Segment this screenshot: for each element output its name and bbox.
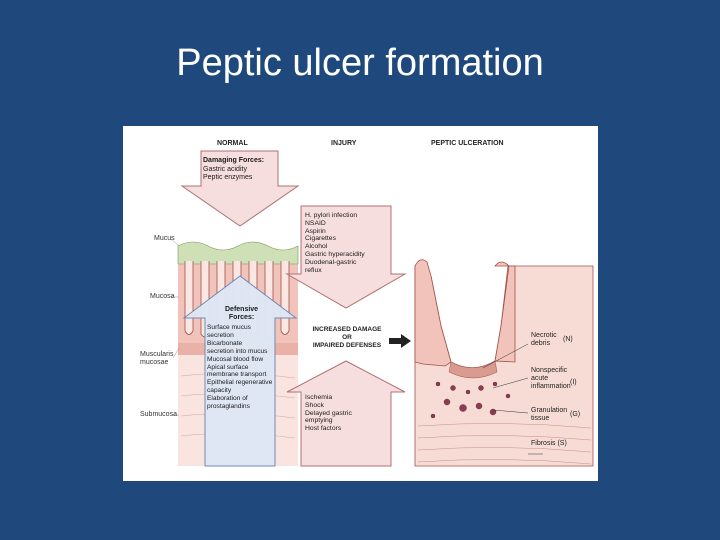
defensive-forces-heading: Defensive Forces: bbox=[225, 306, 259, 321]
normal-mucus-layer bbox=[177, 241, 299, 265]
necrotic-layer bbox=[448, 360, 498, 379]
label-fibrosis: Fibrosis (S) bbox=[531, 440, 567, 447]
fibrosis-texture bbox=[417, 423, 592, 465]
ulcer-leader-lines bbox=[482, 343, 543, 455]
injury-factors-list: H. pylori infection NSAID Aspirin Cigare… bbox=[305, 212, 365, 274]
heading-injury: INJURY bbox=[331, 140, 357, 147]
defensive-forces-items: Surface mucus secretion Bicarbonate secr… bbox=[207, 324, 273, 411]
host-factors-list: Ischemia Shock Delayed gastric emptying … bbox=[305, 394, 352, 433]
ulcer-left-wall bbox=[414, 259, 452, 367]
label-inflammation-code: (I) bbox=[570, 379, 577, 386]
damaging-forces-heading: Damaging Forces: bbox=[203, 157, 265, 164]
increased-damage-label: INCREASED DAMAGE OR IMPAIRED DEFENSES bbox=[312, 326, 382, 349]
label-acute-inflammation: Nonspecific acute inflammation bbox=[531, 367, 571, 390]
diagram-artwork bbox=[170, 150, 594, 467]
label-necrotic-code: (N) bbox=[563, 336, 573, 343]
ulcer-right-wall bbox=[494, 261, 516, 363]
injury-top-arrow bbox=[285, 205, 407, 309]
damaging-forces-items: Gastric acidity Peptic enzymes bbox=[203, 166, 253, 181]
result-arrow bbox=[389, 334, 411, 348]
damaging-forces-arrow bbox=[180, 150, 300, 227]
slide-title: Peptic ulcer formation bbox=[176, 42, 544, 84]
label-mucus: Mucus bbox=[154, 235, 175, 242]
injury-bottom-arrow bbox=[286, 360, 406, 467]
defensive-forces-arrow bbox=[182, 275, 298, 467]
label-submucosa: Submucosa bbox=[140, 411, 177, 418]
peptic-ulcer-diagram: NORMAL INJURY PEPTIC ULCERATION Mucus Mu… bbox=[123, 126, 598, 481]
heading-normal: NORMAL bbox=[217, 140, 248, 147]
label-necrotic-debris: Necrotic debris bbox=[531, 332, 557, 347]
label-granulation-tissue: Granulation tissue bbox=[531, 407, 568, 422]
label-granulation-code: (G) bbox=[570, 411, 581, 418]
heading-peptic-ulceration: PEPTIC ULCERATION bbox=[431, 140, 504, 147]
layer-guide-lines bbox=[170, 238, 180, 416]
inflammation-cells bbox=[430, 381, 511, 419]
label-mucosa: Mucosa bbox=[150, 293, 175, 300]
label-muscularis-mucosae: Muscularis mucosae bbox=[140, 351, 174, 366]
